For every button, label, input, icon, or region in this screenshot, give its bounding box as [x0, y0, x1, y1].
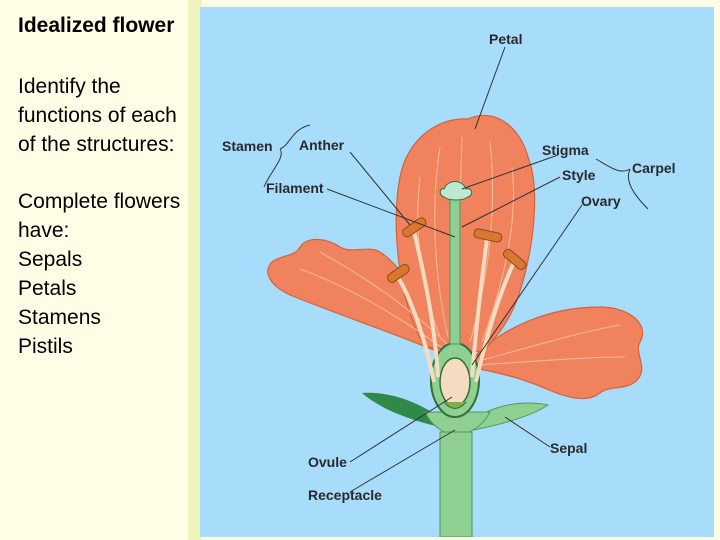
- slide-title: Idealized flower: [18, 14, 174, 38]
- label-ovule: Ovule: [308, 454, 347, 470]
- list-intro: Complete flowers: [18, 187, 180, 216]
- label-style: Style: [562, 167, 596, 183]
- list-item-stamens: Stamens: [18, 303, 180, 332]
- question-line: Identify the: [18, 72, 177, 101]
- label-filament: Filament: [266, 180, 324, 196]
- style: [450, 199, 460, 344]
- list-item-petals: Petals: [18, 274, 180, 303]
- label-carpel: Carpel: [632, 160, 676, 176]
- label-receptacle: Receptacle: [308, 487, 382, 503]
- flower-parts-list: Complete flowers have: Sepals Petals Sta…: [18, 187, 180, 361]
- question-text: Identify the functions of each of the st…: [18, 72, 177, 159]
- list-item-sepals: Sepals: [18, 245, 180, 274]
- flower-illustration: Petal Stamen Anther Filament Stigma Styl…: [200, 7, 714, 537]
- list-item-pistils: Pistils: [18, 332, 180, 361]
- label-ovary: Ovary: [581, 193, 621, 209]
- label-anther: Anther: [299, 137, 345, 153]
- stem: [440, 432, 472, 537]
- label-petal: Petal: [489, 31, 522, 47]
- label-stamen: Stamen: [222, 138, 273, 154]
- label-stigma: Stigma: [542, 142, 589, 158]
- ovary-chamber: [440, 358, 470, 406]
- list-intro: have:: [18, 216, 180, 245]
- question-line: of the structures:: [18, 130, 177, 159]
- flower-diagram: Petal Stamen Anther Filament Stigma Styl…: [200, 7, 714, 537]
- label-sepal: Sepal: [550, 440, 587, 456]
- question-line: functions of each: [18, 101, 177, 130]
